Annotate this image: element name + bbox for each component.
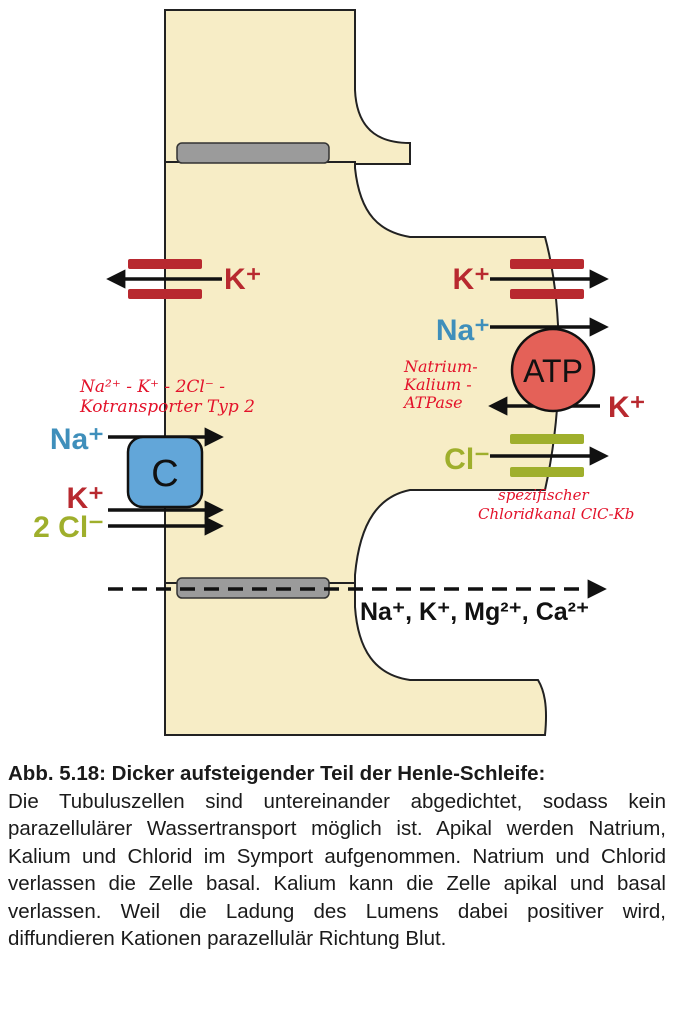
tight-junction-top (176, 142, 330, 164)
luminal-k-label: K⁺ (67, 482, 105, 515)
chloride-channel-top (510, 434, 584, 444)
na-k-atpase (510, 327, 596, 413)
basal-k-channel-bottom (510, 289, 584, 299)
basal-cl-label: Cl⁻ (444, 443, 490, 476)
luminal-k-channel-top (128, 259, 202, 269)
caption-title: Abb. 5.18: Dicker aufsteigender Teil der… (8, 762, 546, 785)
atp-label: ATP (523, 353, 583, 389)
luminal-na-label: Na⁺ (50, 423, 104, 456)
atpase-annotation-line1: Natrium- (403, 357, 478, 376)
atpase-annotation-line3: ATPase (402, 393, 463, 412)
lower-tubule-cell (164, 582, 548, 736)
chloride-channel-annotation-line1: spezifischer (498, 486, 590, 504)
figure-caption: Abb. 5.18: Dicker aufsteigender Teil der… (8, 760, 666, 953)
nephron-transport-diagram: K⁺ C Na⁺ K⁺ 2 Cl⁻ Na²⁺ - K⁺ - 2Cl⁻ - Kot… (33, 9, 646, 736)
cotransporter-annotation-line2: Kotransporter Typ 2 (79, 397, 255, 417)
nkcc2-cotransporter (126, 435, 204, 509)
basal-na-label: Na⁺ (436, 314, 490, 347)
chloride-channel-annotation-line2: Chloridkanal ClC-Kb (478, 505, 634, 523)
luminal-k-channel-bottom (128, 289, 202, 299)
paracellular-ions-label: Na⁺, K⁺, Mg²⁺, Ca²⁺ (360, 598, 589, 626)
atpase-annotation-line2: Kalium - (403, 375, 472, 394)
caption-body: Die Tubuluszellen sind untereinander abg… (8, 789, 666, 951)
cotransporter-annotation-line1: Na²⁺ - K⁺ - 2Cl⁻ - (79, 377, 225, 397)
luminal-cl-label: 2 Cl⁻ (33, 511, 104, 544)
basal-k-channel-top (510, 259, 584, 269)
upper-tubule-cell (164, 9, 411, 165)
basal-k-uptake-label: K⁺ (608, 391, 646, 424)
chloride-channel-bottom (510, 467, 584, 477)
luminal-k-channel-label: K⁺ (224, 263, 262, 296)
cotransporter-symbol: C (151, 453, 178, 495)
basal-k-channel-label: K⁺ (453, 263, 491, 296)
